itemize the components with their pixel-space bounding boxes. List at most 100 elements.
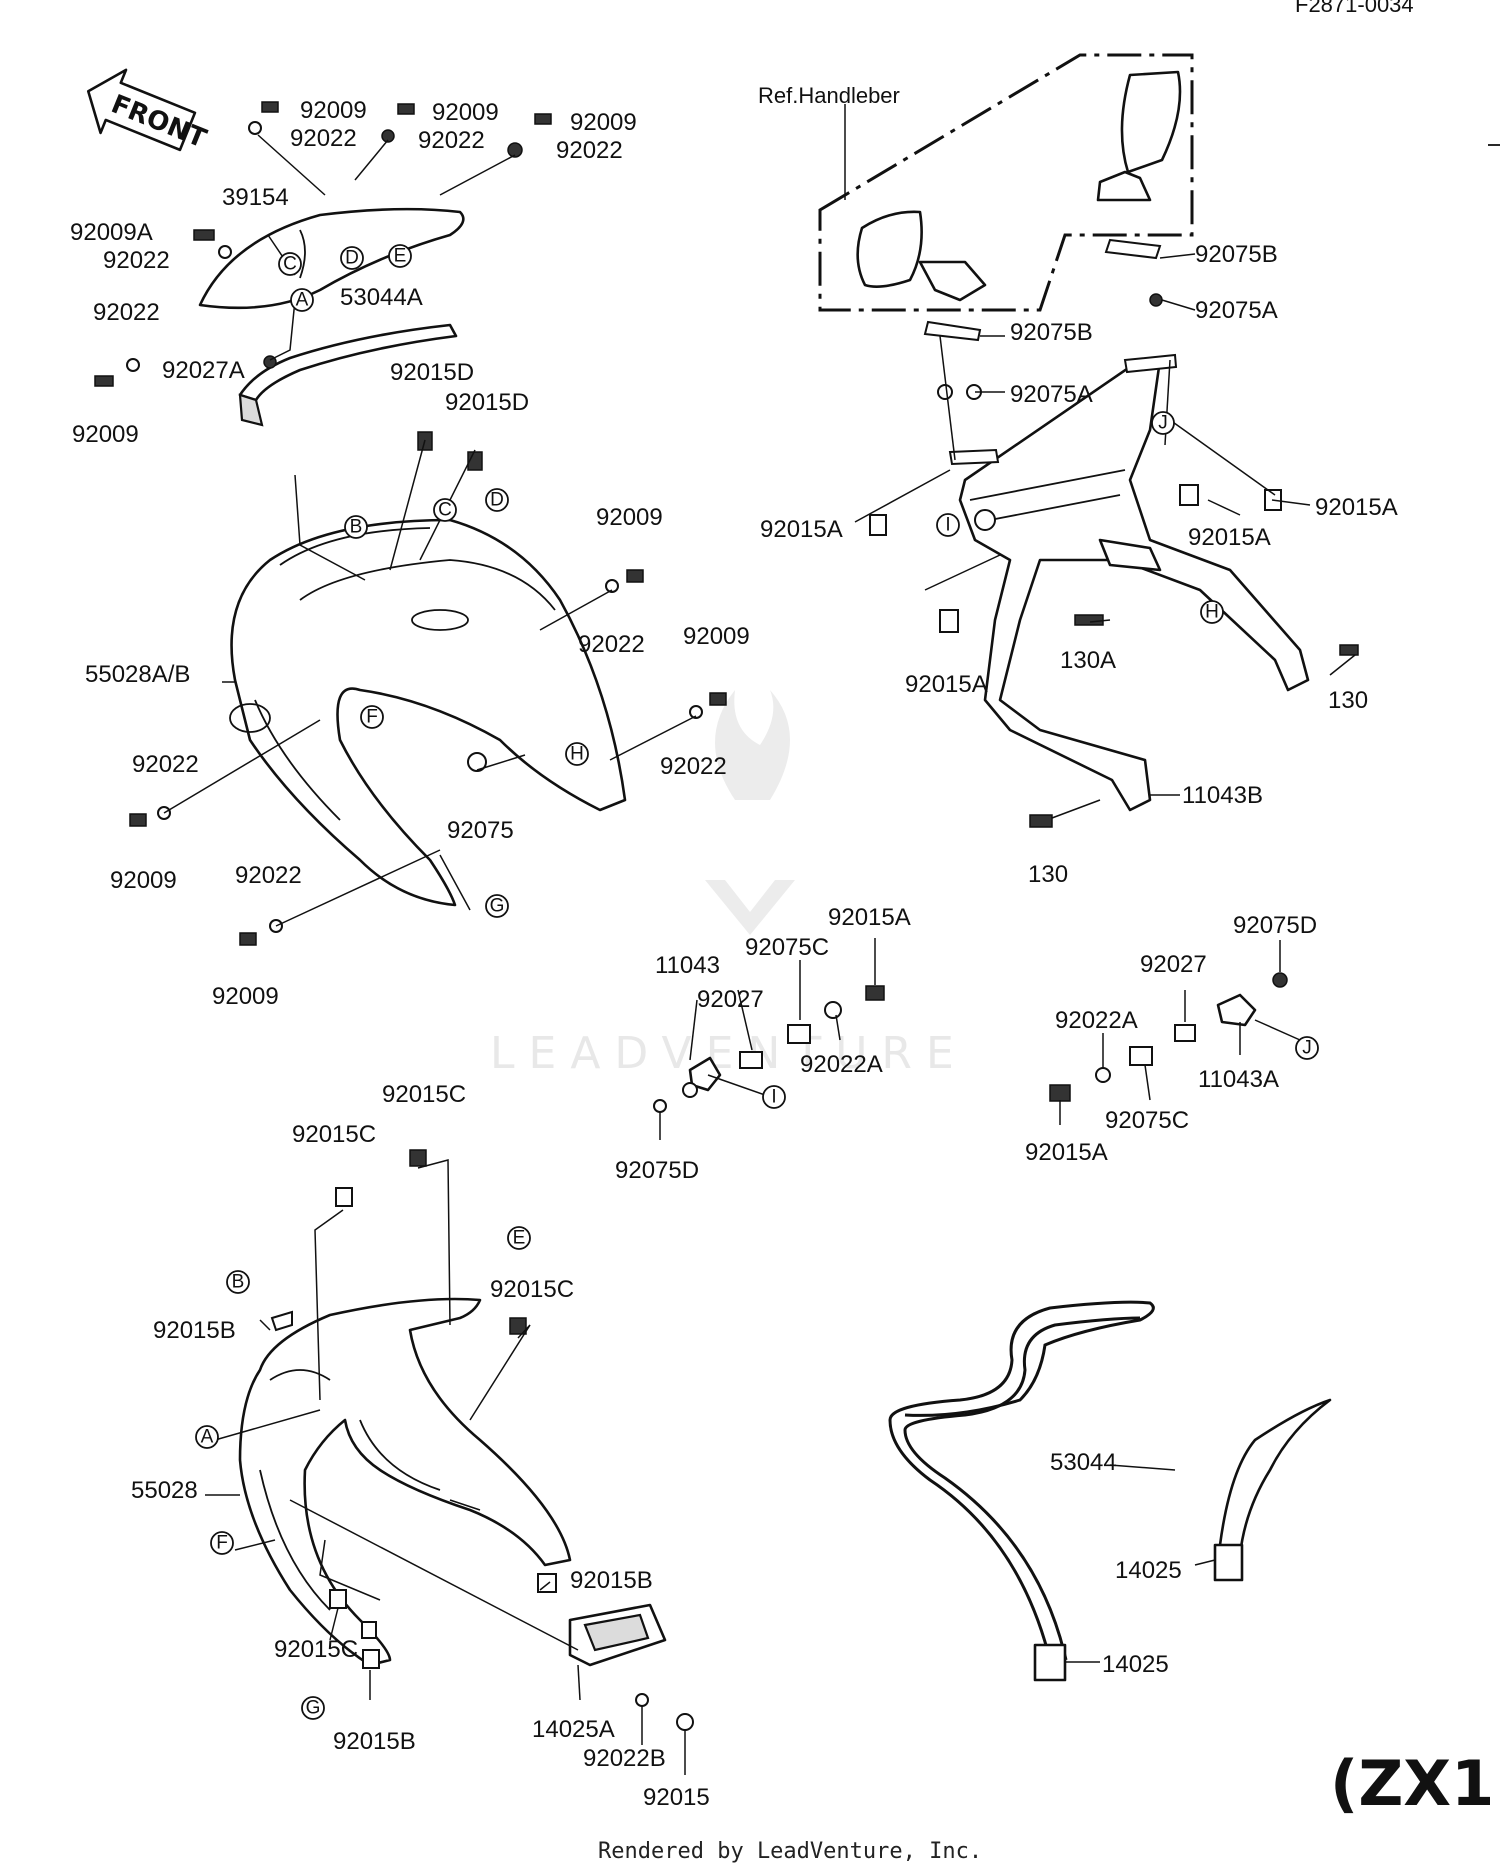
part-label: 11043B bbox=[1182, 782, 1263, 809]
part-label: 92009 bbox=[683, 623, 750, 650]
part-label: 92022A bbox=[1055, 1007, 1138, 1034]
ref-marker: F bbox=[360, 705, 384, 729]
ref-marker: D bbox=[485, 488, 509, 512]
part-label: 92075C bbox=[745, 934, 829, 961]
ref-marker: I bbox=[762, 1085, 786, 1109]
mirror-left bbox=[856, 210, 923, 288]
ref-marker: I bbox=[936, 513, 960, 537]
part-label: 92009 bbox=[72, 421, 139, 448]
part-label: 92015A bbox=[905, 671, 988, 698]
ref-marker: H bbox=[1200, 600, 1224, 624]
svg-text:H: H bbox=[570, 744, 584, 765]
ref-marker: D bbox=[340, 246, 364, 270]
watermark-text: LEADVENTURE bbox=[490, 1028, 968, 1079]
watermark: LEADVENTURE bbox=[490, 690, 968, 1079]
part-label: 130A bbox=[1060, 647, 1116, 674]
part-label: 92075D bbox=[1233, 912, 1317, 939]
part-label: 92022 bbox=[235, 862, 302, 889]
part-label: 92015A bbox=[760, 516, 843, 543]
ref-marker: G bbox=[301, 1696, 325, 1720]
trim-strip-53044a bbox=[238, 323, 458, 402]
svg-text:C: C bbox=[283, 254, 297, 275]
svg-text:I: I bbox=[945, 515, 950, 536]
part-label: 92075D bbox=[615, 1157, 699, 1184]
part-label: 92022 bbox=[290, 125, 357, 152]
mirror-right bbox=[1120, 70, 1182, 174]
part-label: 92027 bbox=[1140, 951, 1207, 978]
leader-lines-top-right bbox=[854, 253, 1356, 819]
handlebar-reference-label: Ref.Handleber bbox=[758, 83, 900, 108]
diagram-code: F2871-0034 bbox=[1295, 0, 1414, 17]
upper-fairing-group: 92009 92022 92009 92022 92009 92022 3915… bbox=[70, 97, 750, 1010]
handlebar-reference-outline bbox=[818, 53, 1194, 312]
part-label: 92015A bbox=[1025, 1139, 1108, 1166]
svg-text:J: J bbox=[1158, 413, 1168, 434]
ref-marker: J bbox=[1151, 411, 1175, 435]
part-label: 92015B bbox=[333, 1728, 416, 1755]
part-label: 39154 bbox=[222, 184, 289, 211]
ref-marker: B bbox=[226, 1270, 250, 1294]
part-label: 92009 bbox=[110, 867, 177, 894]
leader-lines-bottom-left bbox=[205, 1159, 686, 1775]
part-label: 92015B bbox=[153, 1317, 236, 1344]
svg-text:B: B bbox=[350, 517, 363, 538]
seal-strip-group: 53044 14025 14025 bbox=[888, 1300, 1332, 1682]
part-label: 92075A bbox=[1010, 381, 1093, 408]
svg-text:I: I bbox=[771, 1087, 776, 1108]
stay-hardware bbox=[869, 238, 1359, 828]
ref-marker: C bbox=[278, 252, 302, 276]
ref-marker: E bbox=[388, 244, 412, 268]
part-label: 92015D bbox=[390, 359, 474, 386]
part-label: 92022B bbox=[583, 1745, 666, 1772]
svg-text:D: D bbox=[490, 490, 504, 511]
part-label: 130 bbox=[1328, 687, 1368, 714]
hardware-set-right: 92075D 92027 92022A 11043A 92075C 92015A… bbox=[1025, 912, 1319, 1166]
ref-marker: A bbox=[290, 288, 314, 312]
part-label: 92022 bbox=[418, 127, 485, 154]
leader-lines-top-left bbox=[163, 134, 697, 927]
fairing-cover-39154 bbox=[198, 207, 465, 310]
part-label: 92022 bbox=[93, 299, 160, 326]
front-arrow: FRONT bbox=[86, 68, 211, 154]
part-label: 92009 bbox=[212, 983, 279, 1010]
model-code: (ZX1 bbox=[1330, 1747, 1494, 1820]
part-label: 92015C bbox=[490, 1276, 574, 1303]
part-label: 92015D bbox=[445, 389, 529, 416]
part-label: 92009 bbox=[596, 504, 663, 531]
part-label: 92075 bbox=[447, 817, 514, 844]
part-label: 92015 bbox=[643, 1784, 710, 1811]
part-label: 92009 bbox=[300, 97, 367, 124]
inner-fairing-hardware bbox=[270, 1149, 694, 1731]
svg-text:C: C bbox=[438, 500, 452, 521]
part-label: 92022 bbox=[103, 247, 170, 274]
seal-strip-53044 bbox=[888, 1300, 1155, 1661]
footer-credit: Rendered by LeadVenture, Inc. bbox=[598, 1839, 982, 1864]
ref-marker: J bbox=[1295, 1036, 1319, 1060]
part-label: 92022A bbox=[800, 1051, 883, 1078]
part-label: 55028 bbox=[131, 1477, 198, 1504]
mirror-stay-group: Ref.Handleber bbox=[758, 53, 1398, 888]
part-label: 92015B bbox=[570, 1567, 653, 1594]
ref-marker: B bbox=[344, 515, 368, 539]
part-label: 92015A bbox=[1315, 494, 1398, 521]
part-label: 92022 bbox=[556, 137, 623, 164]
part-label: 92015C bbox=[292, 1121, 376, 1148]
svg-text:F: F bbox=[366, 707, 378, 728]
part-label: 92022 bbox=[660, 753, 727, 780]
ref-marker: E bbox=[507, 1226, 531, 1250]
part-label: 92075C bbox=[1105, 1107, 1189, 1134]
part-label: 53044 bbox=[1050, 1449, 1117, 1476]
ref-marker: H bbox=[565, 742, 589, 766]
part-label: 92009 bbox=[432, 99, 499, 126]
part-label: 92075A bbox=[1195, 297, 1278, 324]
ref-marker: G bbox=[485, 894, 509, 918]
part-label: 53044A bbox=[340, 284, 423, 311]
svg-text:A: A bbox=[201, 1427, 214, 1448]
svg-text:E: E bbox=[513, 1228, 526, 1249]
part-label: 14025A bbox=[532, 1716, 615, 1743]
ref-marker: A bbox=[195, 1425, 219, 1449]
fastener-group-top bbox=[94, 101, 727, 946]
inner-fairing-55028 bbox=[238, 1297, 572, 1667]
part-label: 92027 bbox=[697, 986, 764, 1013]
